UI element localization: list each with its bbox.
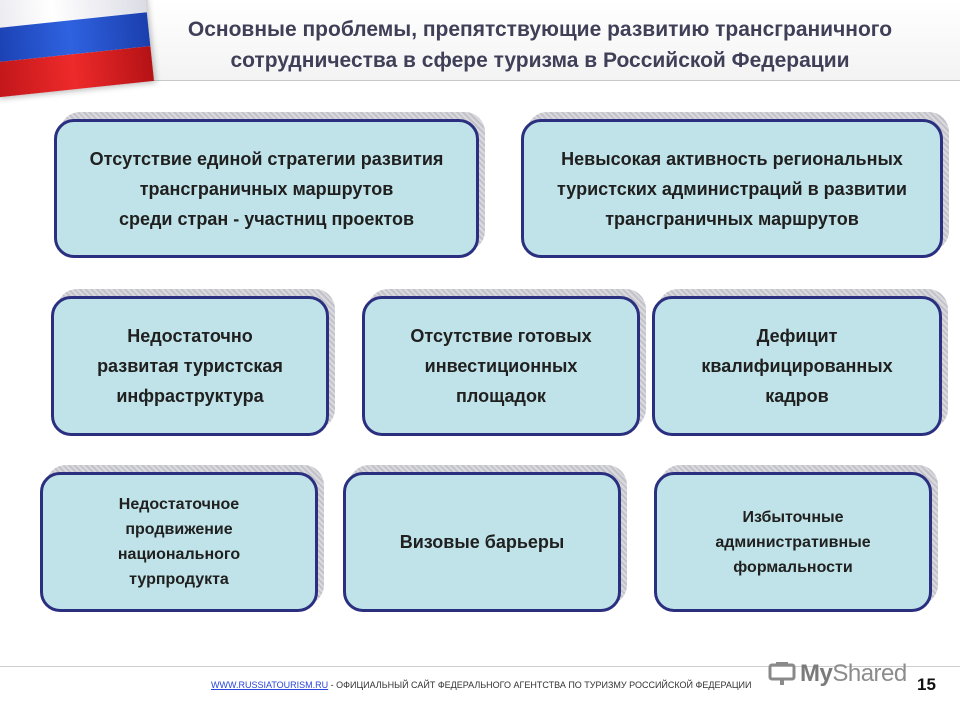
box-line: формальности	[733, 558, 853, 576]
box-line: Избыточные	[742, 508, 844, 526]
problem-box-personnel: Дефицит квалифицированных кадров	[652, 289, 948, 436]
box-line: продвижение	[125, 521, 233, 538]
problem-box-promotion: Недостаточное продвижение национального …	[40, 465, 324, 612]
box-line: квалифицированных	[701, 356, 893, 376]
problem-box-investment-sites: Отсутствие готовых инвестиционных площад…	[362, 289, 646, 436]
russian-flag-image	[0, 0, 155, 98]
footer-caption: - ОФИЦИАЛЬНЫЙ САЙТ ФЕДЕРАЛЬНОГО АГЕНТСТВ…	[328, 680, 752, 690]
problem-box-strategy: Отсутствие единой стратегии развития тра…	[54, 112, 485, 258]
slide-title: Основные проблемы, препятствующие развит…	[150, 14, 930, 76]
box-line: турпродукта	[129, 571, 229, 588]
box-line: Отсутствие единой стратегии развития	[89, 148, 444, 169]
page-number: 15	[917, 675, 936, 694]
box-line: среди стран - участниц проектов	[118, 208, 415, 229]
footer-text: WWW.RUSSIATOURISM.RU - ОФИЦИАЛЬНЫЙ САЙТ …	[211, 680, 751, 690]
problem-box-visa-barriers: Визовые барьеры	[343, 465, 627, 612]
problem-box-admin-activity: Невысокая активность региональных турист…	[521, 112, 949, 258]
box-line: трансграничных маршрутов	[139, 178, 394, 199]
box-line: национального	[117, 546, 241, 563]
box-line: Недостаточное	[118, 496, 240, 513]
website-link[interactable]: WWW.RUSSIATOURISM.RU	[211, 680, 329, 690]
problem-box-infrastructure: Недостаточно развитая туристская инфраст…	[51, 289, 335, 436]
box-line: инфраструктура	[116, 386, 264, 406]
box-line: площадок	[456, 386, 546, 406]
header-band	[0, 0, 960, 81]
footer-divider	[0, 666, 960, 667]
box-line: Отсутствие готовых	[410, 326, 592, 346]
box-line: Визовые барьеры	[399, 532, 565, 552]
box-line: административные	[715, 533, 871, 551]
box-line: Недостаточно	[127, 326, 253, 346]
box-line: туристских администраций в развитии	[557, 178, 907, 199]
title-line-2: сотрудничества в сфере туризма в Российс…	[230, 49, 850, 72]
logo-text-my: My	[800, 660, 833, 687]
problem-box-formalities: Избыточные административные формальности	[654, 465, 938, 612]
myshared-logo: MyShared	[768, 657, 918, 691]
logo-text-shared: Shared	[832, 660, 907, 687]
box-line: инвестиционных	[424, 356, 578, 376]
box-line: Дефицит	[756, 326, 838, 346]
title-line-1: Основные проблемы, препятствующие развит…	[187, 18, 893, 41]
box-line: Невысокая активность региональных	[561, 148, 903, 169]
presentation-icon	[768, 662, 796, 685]
box-line: трансграничных маршрутов	[605, 208, 859, 229]
box-line: кадров	[765, 386, 829, 406]
box-line: развитая туристская	[97, 356, 283, 376]
